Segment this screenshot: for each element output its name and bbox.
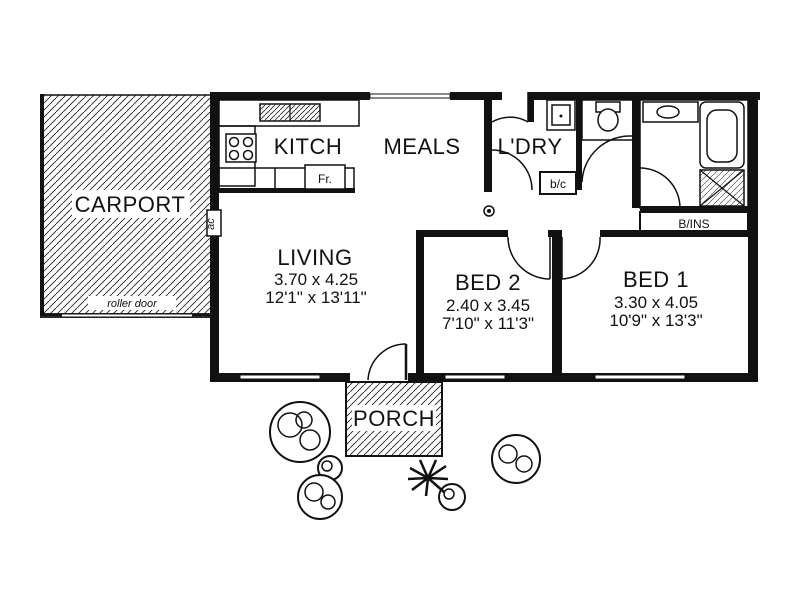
carport: CARPORT roller door xyxy=(40,94,213,318)
shrub xyxy=(317,455,343,481)
cooktop xyxy=(225,133,257,163)
ac-label: ac xyxy=(205,218,217,230)
shrub xyxy=(297,474,343,520)
kitchen: Fr. KITCH xyxy=(218,99,360,193)
laundry-label: L'DRY xyxy=(498,134,563,159)
porch: PORCH xyxy=(345,343,443,457)
bed1-metric: 3.30 x 4.05 xyxy=(614,293,698,312)
palm-plant xyxy=(407,459,449,497)
carport-label: CARPORT xyxy=(75,192,186,217)
roller-door-label: roller door xyxy=(107,298,158,310)
living-imperial: 12'1" x 13'11" xyxy=(265,288,366,307)
toilet-room xyxy=(581,99,640,208)
landscaping xyxy=(269,401,541,520)
shrub xyxy=(269,401,331,463)
outer-walls xyxy=(210,92,760,382)
bed1-label: BED 1 xyxy=(623,267,689,292)
built-ins-label: B/INS xyxy=(678,217,709,231)
shrub xyxy=(491,434,541,484)
bed1-imperial: 10'9" x 13'3" xyxy=(609,311,702,330)
air-conditioner: ac xyxy=(205,209,222,237)
bathroom xyxy=(639,99,749,209)
broom-cupboard-label: b/c xyxy=(550,177,566,191)
living-metric: 3.70 x 4.25 xyxy=(274,270,358,289)
porch-label: PORCH xyxy=(353,406,435,431)
bed2-metric: 2.40 x 3.45 xyxy=(446,296,530,315)
bedroom-2: BED 2 2.40 x 3.45 7'10" x 11'3" xyxy=(442,270,534,333)
bed2-imperial: 7'10" x 11'3" xyxy=(442,314,534,333)
kitchen-label: KITCH xyxy=(274,134,343,159)
shrub xyxy=(438,483,466,511)
living-label: LIVING xyxy=(277,245,352,270)
laundry: b/c L'DRY xyxy=(484,92,582,195)
living-room: LIVING 3.70 x 4.25 12'1" x 13'11" xyxy=(265,245,366,307)
fridge-label: Fr. xyxy=(318,172,332,186)
bedroom-walls xyxy=(416,230,750,380)
meals-label: MEALS xyxy=(383,134,460,159)
bed2-label: BED 2 xyxy=(455,270,521,295)
bedroom-1: BED 1 3.30 x 4.05 10'9" x 13'3" xyxy=(609,267,702,330)
